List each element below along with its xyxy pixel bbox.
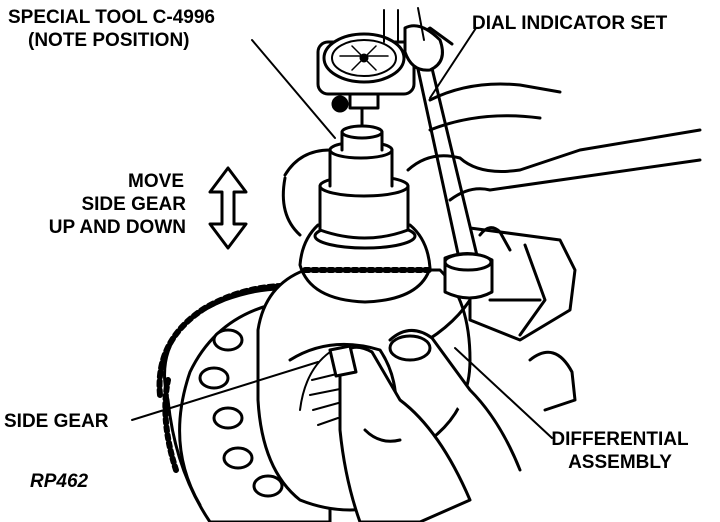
leader-differential [454,347,553,439]
leader-special-tool [251,39,336,139]
figure-code: RP462 [30,471,89,492]
label-move-side-gear: MOVE SIDE GEAR UP AND DOWN [4,170,186,239]
special-tool-c4996 [318,106,410,240]
label-differential-assembly: DIFFERENTIAL ASSEMBLY [540,428,700,474]
label-differential-line1: DIFFERENTIAL [551,429,689,450]
leader-lines [131,27,553,439]
label-special-tool-line1: SPECIAL TOOL C-4996 [8,7,215,28]
label-special-tool-line2: (NOTE POSITION) [28,30,190,51]
label-special-tool: SPECIAL TOOL C-4996 (NOTE POSITION) [8,6,215,52]
leader-dial-indicator [429,27,477,99]
label-differential-line2: ASSEMBLY [568,452,672,473]
technician-hand-lower [328,329,522,522]
leader-side-gear [131,361,319,421]
technician-hand-upper [281,82,702,237]
double-arrow-vertical-icon [208,166,248,250]
carrier-housing [468,226,577,412]
dial-indicator-rod [403,7,494,300]
label-move-line2: SIDE GEAR [81,194,186,215]
label-dial-indicator: DIAL INDICATOR SET [472,13,668,34]
label-side-gear: SIDE GEAR [4,411,109,432]
label-move-line3: UP AND DOWN [48,217,186,238]
label-move-line1: MOVE [128,171,184,192]
